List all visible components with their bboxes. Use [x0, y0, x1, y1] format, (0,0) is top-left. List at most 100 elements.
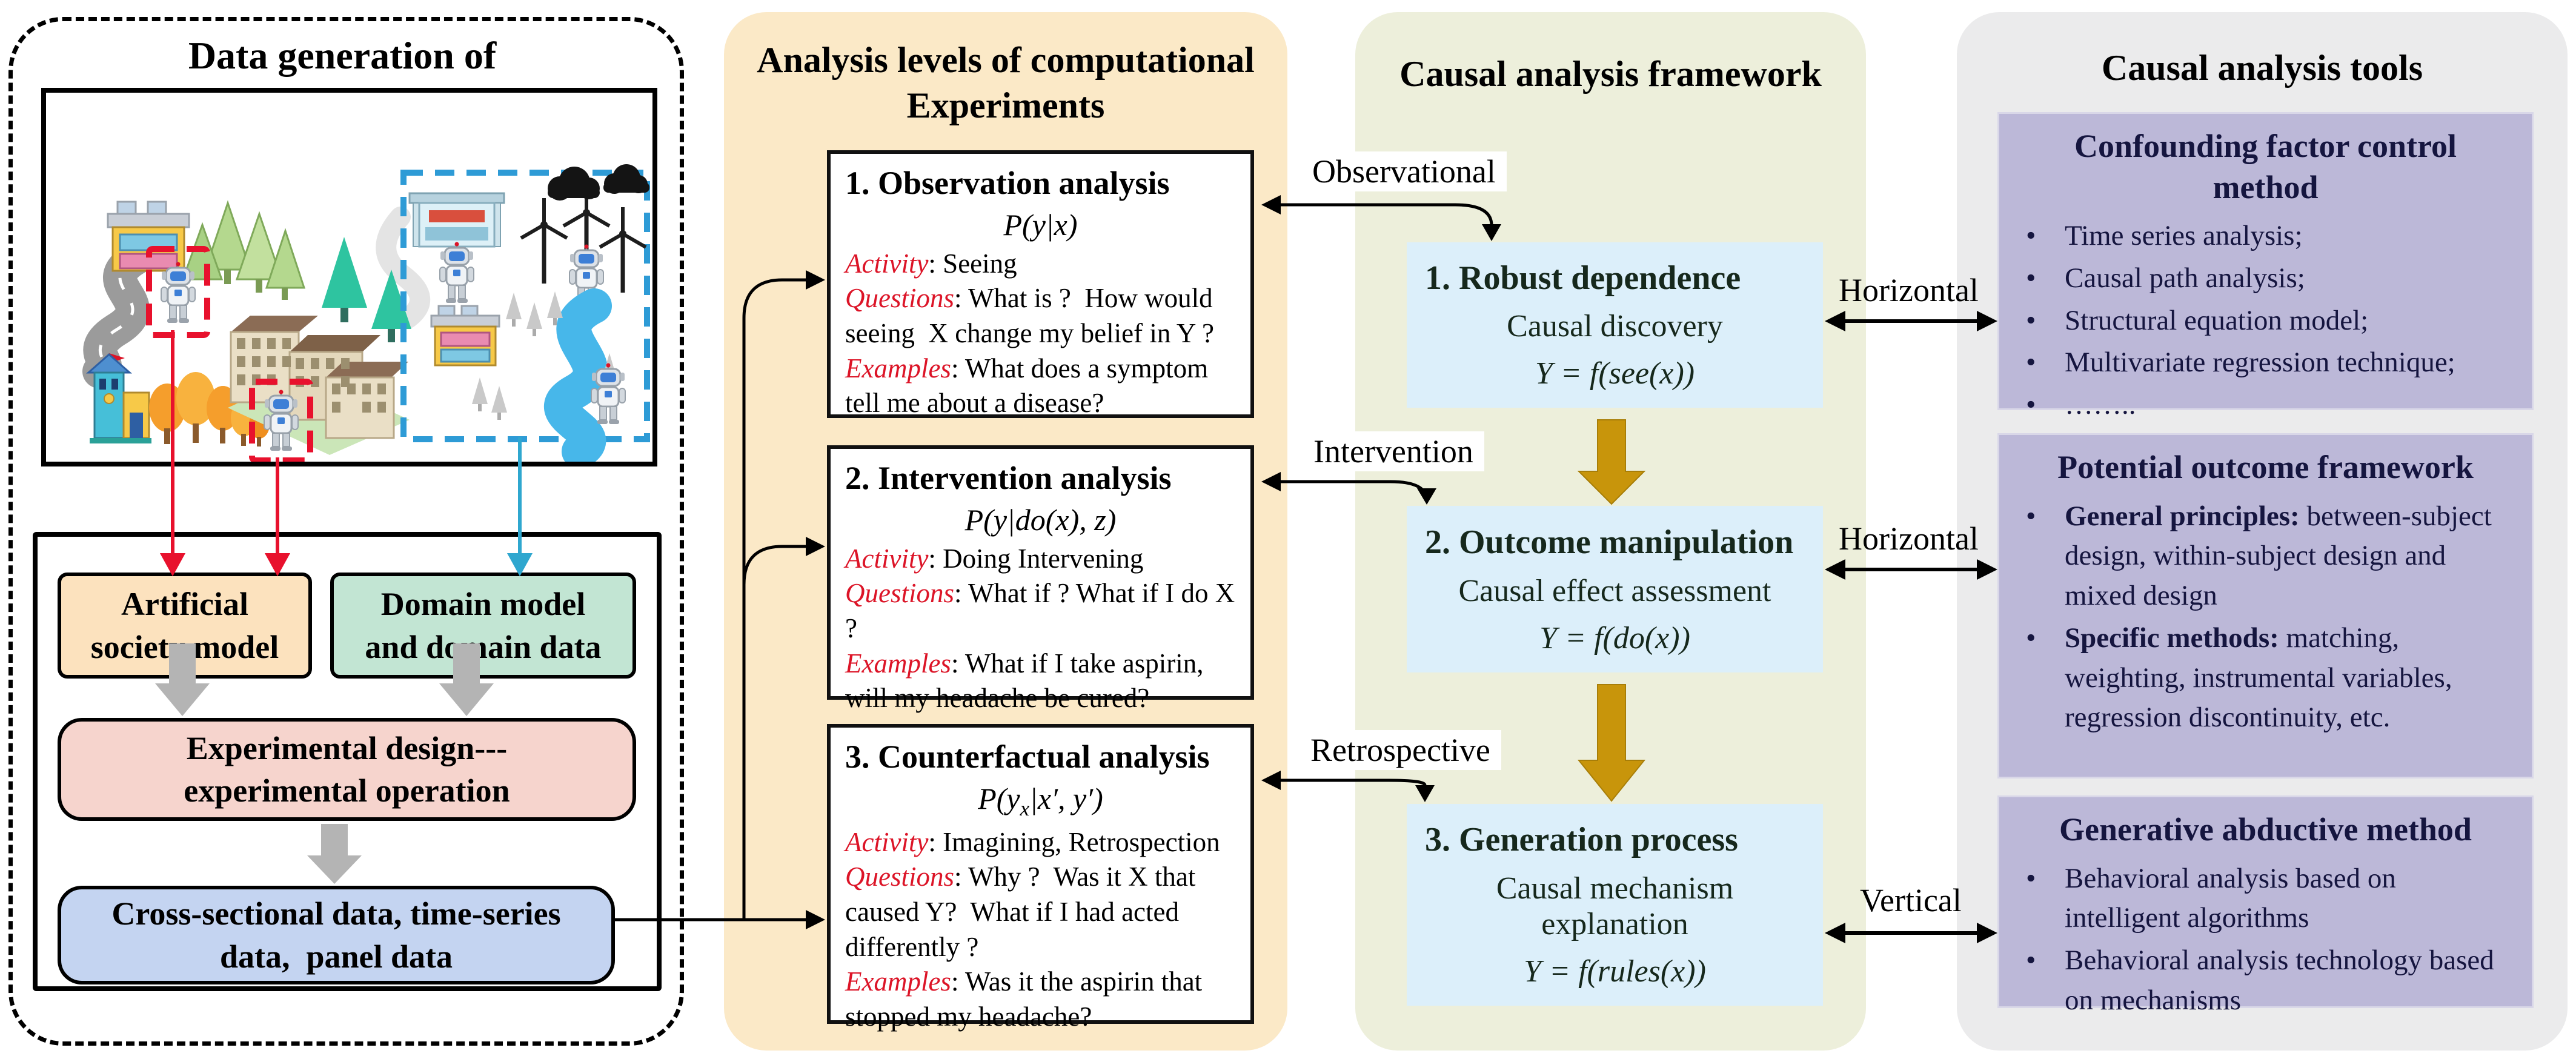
questions-label: Questions	[845, 861, 954, 892]
school-icon	[86, 353, 151, 443]
environment-highlight-box	[400, 170, 650, 442]
activity-text: : Seeing	[928, 248, 1017, 279]
counterfactual-analysis-formula: P(yx|x′, y′)	[845, 777, 1236, 825]
robust-dependence-box: 1. Robust dependence Causal discovery Y …	[1407, 242, 1823, 408]
robot-icon	[263, 389, 299, 452]
pine-trees-icon	[181, 200, 306, 300]
list-item: Causal path analysis;	[2020, 259, 2511, 299]
robust-dependence-title: 1. Robust dependence	[1425, 259, 1741, 297]
generation-process-box: 3. Generation process Causal mechanism e…	[1407, 804, 1823, 1006]
intervention-analysis-title: 2. Intervention analysis	[845, 460, 1172, 496]
formula-pre: P(y	[978, 781, 1020, 815]
vertical-label: Vertical	[1860, 882, 1962, 918]
road-icon	[82, 241, 154, 388]
intervention-questions: Questions: What if ? What if I do X ?	[845, 576, 1236, 646]
robust-dependence-formula: Y = f(see(x))	[1535, 356, 1695, 391]
intervention-activity: Activity: Doing Intervening	[845, 542, 1236, 577]
observation-analysis-title: 1. Observation analysis	[845, 165, 1170, 201]
domain-model-line1: Domain model	[380, 586, 586, 623]
list-item: General principles: between-subject desi…	[2020, 497, 2511, 616]
confounding-factor-box: Confounding factor control method Time s…	[1997, 112, 2534, 420]
counterfactual-analysis-box: 3. Counterfactual analysis P(yx|x′, y′) …	[827, 724, 1254, 1032]
questions-label: Questions	[845, 578, 954, 609]
observation-activity: Activity: Seeing	[845, 247, 1236, 282]
questions-text: : What if ? What if I do X ?	[845, 578, 1242, 643]
counterfactual-analysis-title: 3. Counterfactual analysis	[845, 739, 1210, 775]
examples-label: Examples	[845, 966, 951, 997]
questions-text: : Why ? Was it X that caused Y? What if …	[845, 861, 1203, 962]
list-item: Specific methods: matching, weighting, i…	[2020, 619, 2511, 738]
river-icon	[544, 288, 612, 462]
horizontal-label-mid: Horizontal	[1839, 520, 1979, 557]
outcome-manipulation-box: 2. Outcome manipulation Causal effect as…	[1407, 506, 1823, 672]
artificial-society-model-line1: Artificial	[121, 586, 248, 623]
generative-abductive-title: Generative abductive method	[2059, 811, 2472, 848]
domain-model-line2: and domain data	[365, 628, 602, 665]
artificial-society-model-line2: society model	[90, 628, 279, 665]
outcome-manipulation-title: 2. Outcome manipulation	[1425, 523, 1794, 561]
activity-label: Activity	[845, 248, 929, 279]
examples-label: Examples	[845, 353, 951, 383]
panel4-title: Causal analysis tools	[2101, 48, 2423, 88]
activity-text: : Doing Intervening	[928, 543, 1144, 574]
examples-label: Examples	[845, 648, 951, 679]
observational-label: Observational	[1301, 151, 1507, 191]
confounding-title-line2: method	[2213, 168, 2319, 205]
intervention-analysis-box: 2. Intervention analysis P(y|do(x), z) A…	[827, 445, 1254, 713]
generation-process-subtitle: Causal mechanism explanation	[1496, 871, 1734, 941]
confounding-factor-title: Confounding factor control method	[2020, 126, 2511, 208]
robot-icon	[439, 241, 475, 304]
formula-post: |x′, y′)	[1029, 781, 1103, 815]
simulation-scene	[41, 88, 657, 466]
scene-illustration	[82, 164, 650, 462]
observation-analysis-formula: P(y|x)	[1003, 207, 1078, 242]
generative-abductive-box: Generative abductive method Behavioral a…	[1997, 795, 2534, 1016]
artificial-society-model-box: Artificial society model	[58, 573, 312, 679]
experimental-design-line1: Experimental design---	[186, 729, 508, 766]
generation-process-title: 3. Generation process	[1425, 821, 1738, 859]
cross-sectional-data-line2: data, panel data	[219, 938, 453, 975]
list-item: Multivariate regression technique;	[2020, 343, 2511, 383]
panel2-title-line1: Analysis levels of computational	[757, 40, 1255, 80]
cross-sectional-data-box: Cross-sectional data, time-series data, …	[58, 886, 615, 984]
list-item: ……..	[2020, 385, 2511, 425]
examples-text: : What does a symptom tell me about a di…	[845, 353, 1215, 419]
panel2-title-line2: Experiments	[906, 85, 1105, 125]
intervention-label: Intervention	[1303, 431, 1484, 471]
panel1-title-line1: Data generation of	[188, 34, 497, 77]
horizontal-label-top: Horizontal	[1839, 272, 1979, 308]
intervention-analysis-formula: P(y|do(x), z)	[964, 502, 1117, 537]
questions-label: Questions	[845, 283, 954, 314]
office-building-icon	[107, 201, 190, 272]
apartment-complex-icon	[228, 316, 410, 455]
outcome-manipulation-formula: Y = f(do(x))	[1539, 620, 1690, 656]
experimental-design-line2: experimental operation	[184, 772, 510, 809]
potential-outcome-box: Potential outcome framework General prin…	[1997, 433, 2534, 778]
observation-examples: Examples: What does a symptom tell me ab…	[845, 351, 1236, 421]
observation-analysis-box: 1. Observation analysis P(y|x) Activity:…	[827, 150, 1254, 418]
robot-icon	[160, 261, 196, 324]
questions-text: : What is ? How would seeing X change my…	[845, 283, 1220, 348]
examples-text: : Was it the aspirin that stopped my hea…	[845, 966, 1209, 1032]
confounding-title-line1: Confounding factor control	[2074, 128, 2457, 164]
list-item: Structural equation model;	[2020, 301, 2511, 341]
potential-outcome-title: Potential outcome framework	[2057, 449, 2474, 485]
storm-cloud-icon	[548, 164, 649, 201]
shop-building-icon	[430, 305, 500, 367]
activity-text: : Imagining, Retrospection	[928, 826, 1220, 857]
activity-label: Activity	[845, 826, 929, 857]
list-item: Time series analysis;	[2020, 216, 2511, 256]
retrospective-label: Retrospective	[1300, 730, 1501, 770]
experimental-design-box: Experimental design--- experimental oper…	[58, 718, 636, 821]
examples-text: : What if I take aspirin, will my headac…	[845, 648, 1210, 714]
robot-icon	[590, 362, 626, 425]
counterfactual-activity: Activity: Imagining, Retrospection	[845, 825, 1236, 860]
observation-questions: Questions: What is ? How would seeing X …	[845, 281, 1236, 351]
supermarket-icon	[408, 192, 505, 248]
panel2-title: Analysis levels of computational Experim…	[736, 38, 1275, 128]
counterfactual-questions: Questions: Why ? Was it X that caused Y?…	[845, 860, 1236, 964]
generation-process-formula: Y = f(rules(x))	[1524, 954, 1706, 989]
formula-sub: x	[1020, 796, 1030, 820]
domain-model-box: Domain model and domain data	[330, 573, 636, 679]
